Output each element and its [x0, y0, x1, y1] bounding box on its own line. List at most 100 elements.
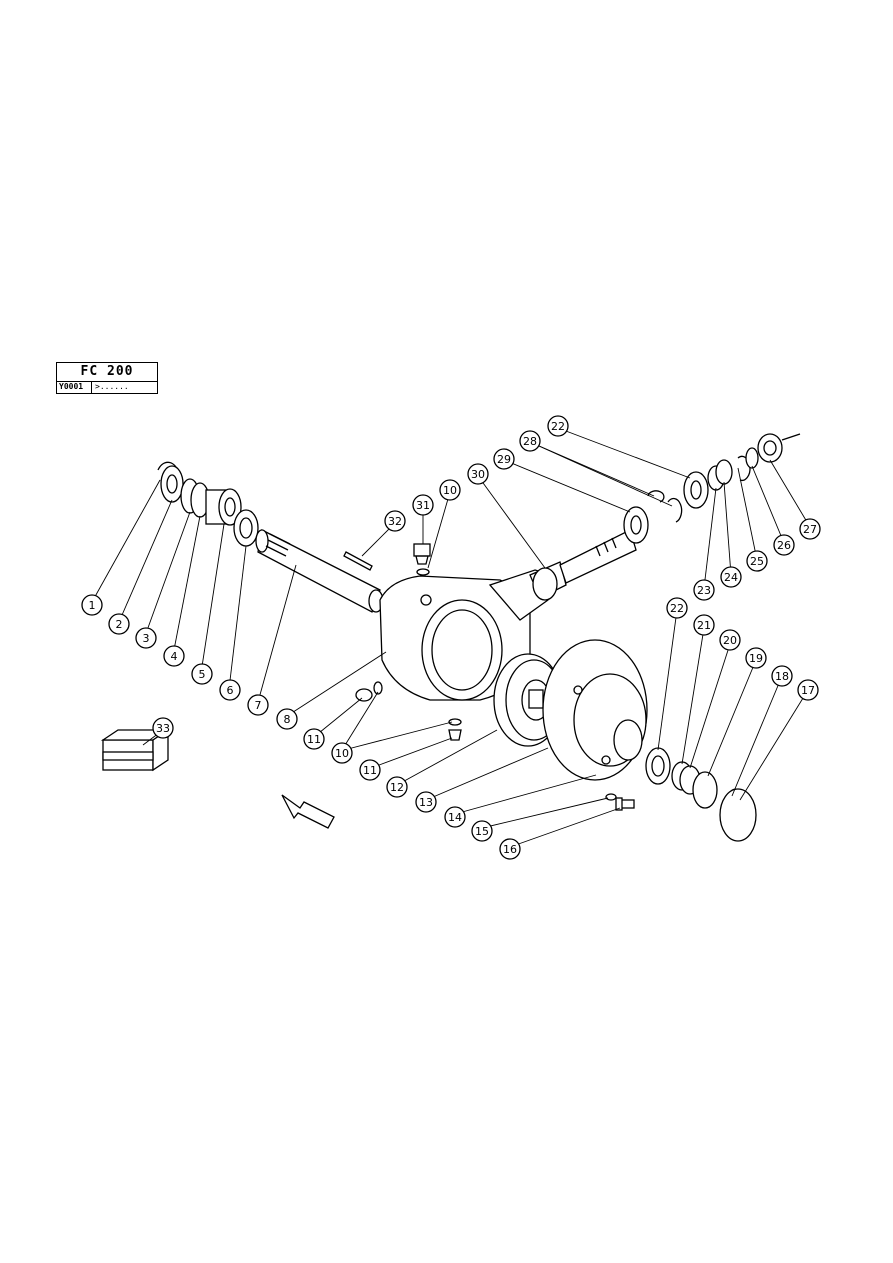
svg-text:2: 2	[116, 618, 123, 631]
svg-text:6: 6	[227, 684, 234, 697]
svg-text:33: 33	[156, 722, 170, 735]
callout-31: 31	[412, 494, 434, 516]
leader-lines	[91, 427, 811, 848]
callout-30: 30	[467, 463, 489, 485]
svg-text:26: 26	[777, 539, 791, 552]
callout-2: 2	[108, 613, 130, 635]
bearing-29	[623, 506, 649, 544]
callout-27: 27	[799, 518, 821, 540]
svg-text:17: 17	[801, 684, 815, 697]
serial-range: >......	[95, 382, 129, 391]
snap-ring-28	[647, 490, 683, 523]
bearing-22-lower	[645, 747, 671, 785]
washer-10-top	[416, 568, 430, 576]
svg-text:29: 29	[497, 453, 511, 466]
model-name: FC 200	[57, 363, 157, 382]
svg-text:16: 16	[503, 843, 517, 856]
washer-10-left	[373, 681, 383, 695]
svg-text:10: 10	[443, 484, 457, 497]
callout-12: 12	[386, 776, 408, 798]
svg-text:20: 20	[723, 634, 737, 647]
callout-24: 24	[720, 566, 742, 588]
callouts: 1 2 3 4 5 6 7 8 11 10 10 11 12 13 14 15 …	[81, 415, 821, 860]
callout-15: 15	[471, 820, 493, 842]
callout-29: 29	[493, 448, 515, 470]
svg-text:22: 22	[551, 420, 565, 433]
svg-text:11: 11	[363, 764, 377, 777]
callout-7: 7	[247, 694, 269, 716]
callout-33: 33	[152, 717, 174, 739]
callout-8: 8	[276, 708, 298, 730]
svg-text:32: 32	[388, 515, 402, 528]
callout-16: 16	[499, 838, 521, 860]
svg-text:5: 5	[199, 668, 206, 681]
callout-10-top: 10	[439, 479, 461, 501]
svg-text:14: 14	[448, 811, 462, 824]
plug-31	[413, 543, 431, 565]
bearing-5	[205, 488, 242, 526]
callout-5: 5	[191, 663, 213, 685]
title-divider	[91, 382, 92, 393]
svg-text:21: 21	[697, 619, 711, 632]
ring-19	[692, 771, 718, 809]
svg-text:1: 1	[89, 599, 96, 612]
callout-4: 4	[163, 645, 185, 667]
callout-6: 6	[219, 679, 241, 701]
svg-text:22: 22	[670, 602, 684, 615]
serial-number: Y0001	[59, 382, 84, 391]
plug-11-bottom	[448, 729, 462, 741]
svg-text:13: 13	[419, 796, 433, 809]
key-32	[343, 551, 373, 571]
svg-text:30: 30	[471, 468, 485, 481]
callout-22-lower: 22	[666, 597, 688, 619]
svg-text:18: 18	[775, 670, 789, 683]
callout-22-upper: 22	[547, 415, 569, 437]
input-shaft	[559, 529, 637, 584]
ring-24	[715, 459, 733, 485]
cover-13	[542, 639, 648, 781]
callout-28: 28	[519, 430, 541, 452]
callout-11-bottom: 11	[359, 759, 381, 781]
callout-19: 19	[745, 647, 767, 669]
svg-text:7: 7	[255, 699, 262, 712]
seal-6	[233, 509, 259, 547]
svg-text:24: 24	[724, 571, 738, 584]
svg-text:27: 27	[803, 523, 817, 536]
svg-text:11: 11	[307, 733, 321, 746]
callout-20: 20	[719, 629, 741, 651]
svg-text:28: 28	[523, 435, 537, 448]
callout-17: 17	[797, 679, 819, 701]
plug-11-left	[355, 688, 373, 702]
callout-14: 14	[444, 806, 466, 828]
callout-18: 18	[771, 665, 793, 687]
shaft-7	[255, 529, 384, 613]
callout-26: 26	[773, 534, 795, 556]
model-title-box: FC 200 Y0001 >......	[56, 362, 158, 394]
callout-13: 13	[415, 791, 437, 813]
callout-25: 25	[746, 550, 768, 572]
callout-32: 32	[384, 510, 406, 532]
callout-10-bottom: 10	[331, 742, 353, 764]
svg-text:4: 4	[171, 650, 178, 663]
ring-26	[745, 447, 759, 469]
pinion-gear-30	[529, 561, 567, 601]
svg-text:25: 25	[750, 555, 764, 568]
cap-17	[719, 788, 757, 842]
callout-21: 21	[693, 614, 715, 636]
svg-text:15: 15	[475, 825, 489, 838]
callout-1: 1	[81, 594, 103, 616]
bearing-22-upper	[683, 471, 709, 509]
kit-box-33	[100, 728, 171, 772]
direction-arrow	[281, 794, 335, 829]
callout-3: 3	[135, 627, 157, 649]
svg-text:10: 10	[335, 747, 349, 760]
washer-15	[605, 793, 617, 801]
svg-text:23: 23	[697, 584, 711, 597]
svg-text:12: 12	[390, 781, 404, 794]
svg-text:19: 19	[749, 652, 763, 665]
washer-2	[160, 465, 184, 503]
callout-23: 23	[693, 579, 715, 601]
bolt-16	[615, 797, 635, 811]
svg-text:8: 8	[284, 713, 291, 726]
